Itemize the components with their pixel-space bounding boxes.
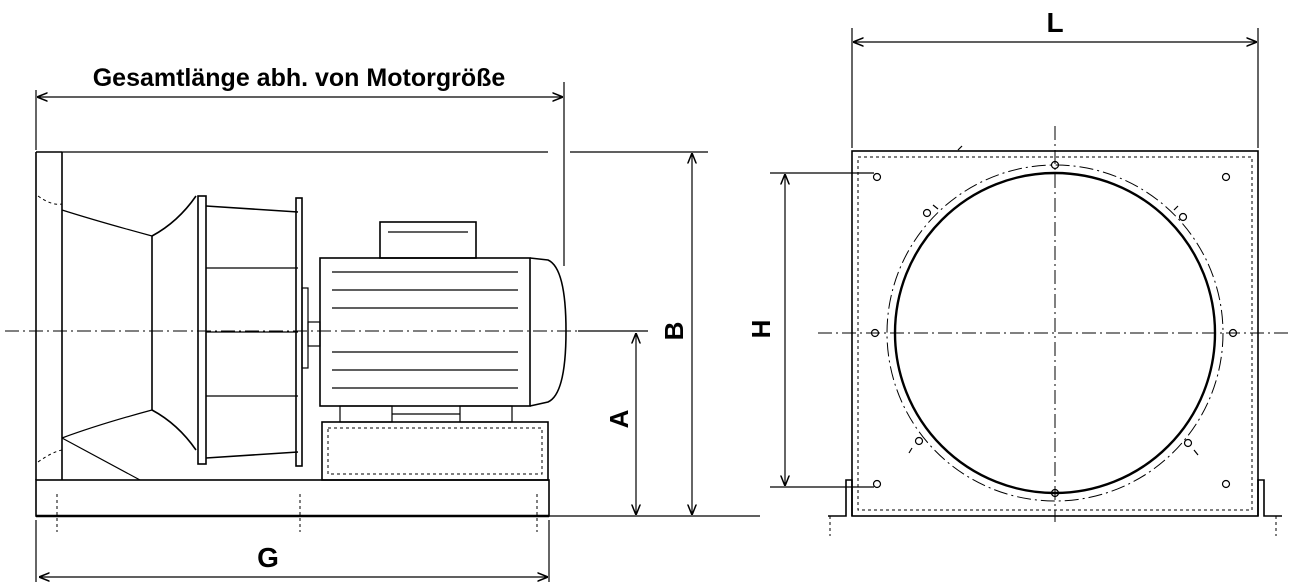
front-view: L H bbox=[746, 7, 1292, 536]
h-dimension bbox=[770, 172, 874, 488]
g-dimension-label: G bbox=[257, 542, 279, 573]
impeller bbox=[151, 195, 321, 467]
fan-opening bbox=[893, 171, 1217, 495]
overall-length-label: Gesamtlänge abh. von Motorgröße bbox=[93, 64, 506, 92]
a-dimension-label: A bbox=[604, 409, 634, 428]
inlet-housing bbox=[35, 151, 548, 481]
overall-length-dimension bbox=[35, 82, 565, 266]
l-dimension bbox=[851, 28, 1259, 148]
b-dimension-label: B bbox=[659, 322, 689, 341]
corner-holes bbox=[872, 172, 1231, 489]
l-dimension-label: L bbox=[1046, 7, 1063, 38]
bolt-holes bbox=[870, 145, 1238, 498]
a-dimension bbox=[548, 330, 760, 517]
side-view: Gesamtlänge abh. von Motorgröße G A B bbox=[5, 64, 760, 582]
b-dimension bbox=[570, 151, 708, 514]
motor-base bbox=[321, 421, 549, 481]
base-frame bbox=[35, 479, 550, 532]
g-dimension bbox=[35, 520, 550, 582]
motor bbox=[319, 221, 567, 423]
bolt-circle bbox=[886, 164, 1224, 502]
mounting-feet bbox=[828, 479, 1282, 536]
h-dimension-label: H bbox=[746, 320, 776, 339]
